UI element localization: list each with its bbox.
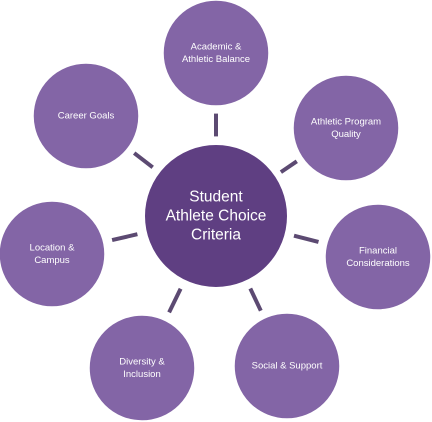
connector-lines <box>111 113 319 314</box>
label-line: Financial <box>359 245 397 256</box>
label-line: Student <box>189 189 243 206</box>
spoke-line-financial-considerations <box>293 233 319 244</box>
node-label-career-goals: Career Goals <box>58 111 115 122</box>
label-line: Athletic Balance <box>182 54 250 65</box>
label-line: Career Goals <box>58 111 115 122</box>
label-line: Considerations <box>346 258 410 269</box>
node-circle-athletic-program-quality <box>292 74 400 182</box>
node-diversity-inclusion: Diversity & Inclusion <box>88 314 196 422</box>
node-circle-career-goals <box>32 62 140 170</box>
center-circle <box>143 143 289 289</box>
node-academic-athletic-balance: Academic & Athletic Balance <box>162 0 270 107</box>
label-line: Diversity & <box>119 356 165 367</box>
spoke-line-location-campus <box>111 232 138 243</box>
label-line: Academic & <box>191 41 242 52</box>
label-line: Social & Support <box>252 361 323 372</box>
label-line: Athletic Program <box>311 116 381 127</box>
label-line: Campus <box>34 255 70 266</box>
spoke-line-social-support <box>248 287 263 312</box>
node-career-goals: Career Goals <box>32 62 140 170</box>
label-line: Inclusion <box>123 369 161 380</box>
node-social-support: Social & Support <box>233 312 341 420</box>
node-circle-location-campus <box>0 200 106 308</box>
label-line: Athlete Choice <box>166 208 267 225</box>
node-location-campus: Location & Campus <box>0 200 106 308</box>
node-label-location-campus: Location & Campus <box>30 242 76 265</box>
label-line: Criteria <box>191 227 241 244</box>
spoke-line-athletic-program-quality <box>279 159 298 174</box>
node-circle-financial-considerations <box>324 203 432 311</box>
label-line: Location & <box>30 242 76 253</box>
spoke-line-career-goals <box>132 151 154 169</box>
node-circle-academic-athletic-balance <box>162 0 270 107</box>
node-circle-social-support <box>233 312 341 420</box>
node-label-diversity-inclusion: Diversity & Inclusion <box>119 356 165 380</box>
label-line: Quality <box>331 129 361 140</box>
spoke-line-diversity-inclusion <box>167 287 183 314</box>
node-circle-diversity-inclusion <box>88 314 196 422</box>
node-label-academic-athletic-balance: Academic & Athletic Balance <box>182 41 250 65</box>
node-label-social-support: Social & Support <box>252 361 323 372</box>
